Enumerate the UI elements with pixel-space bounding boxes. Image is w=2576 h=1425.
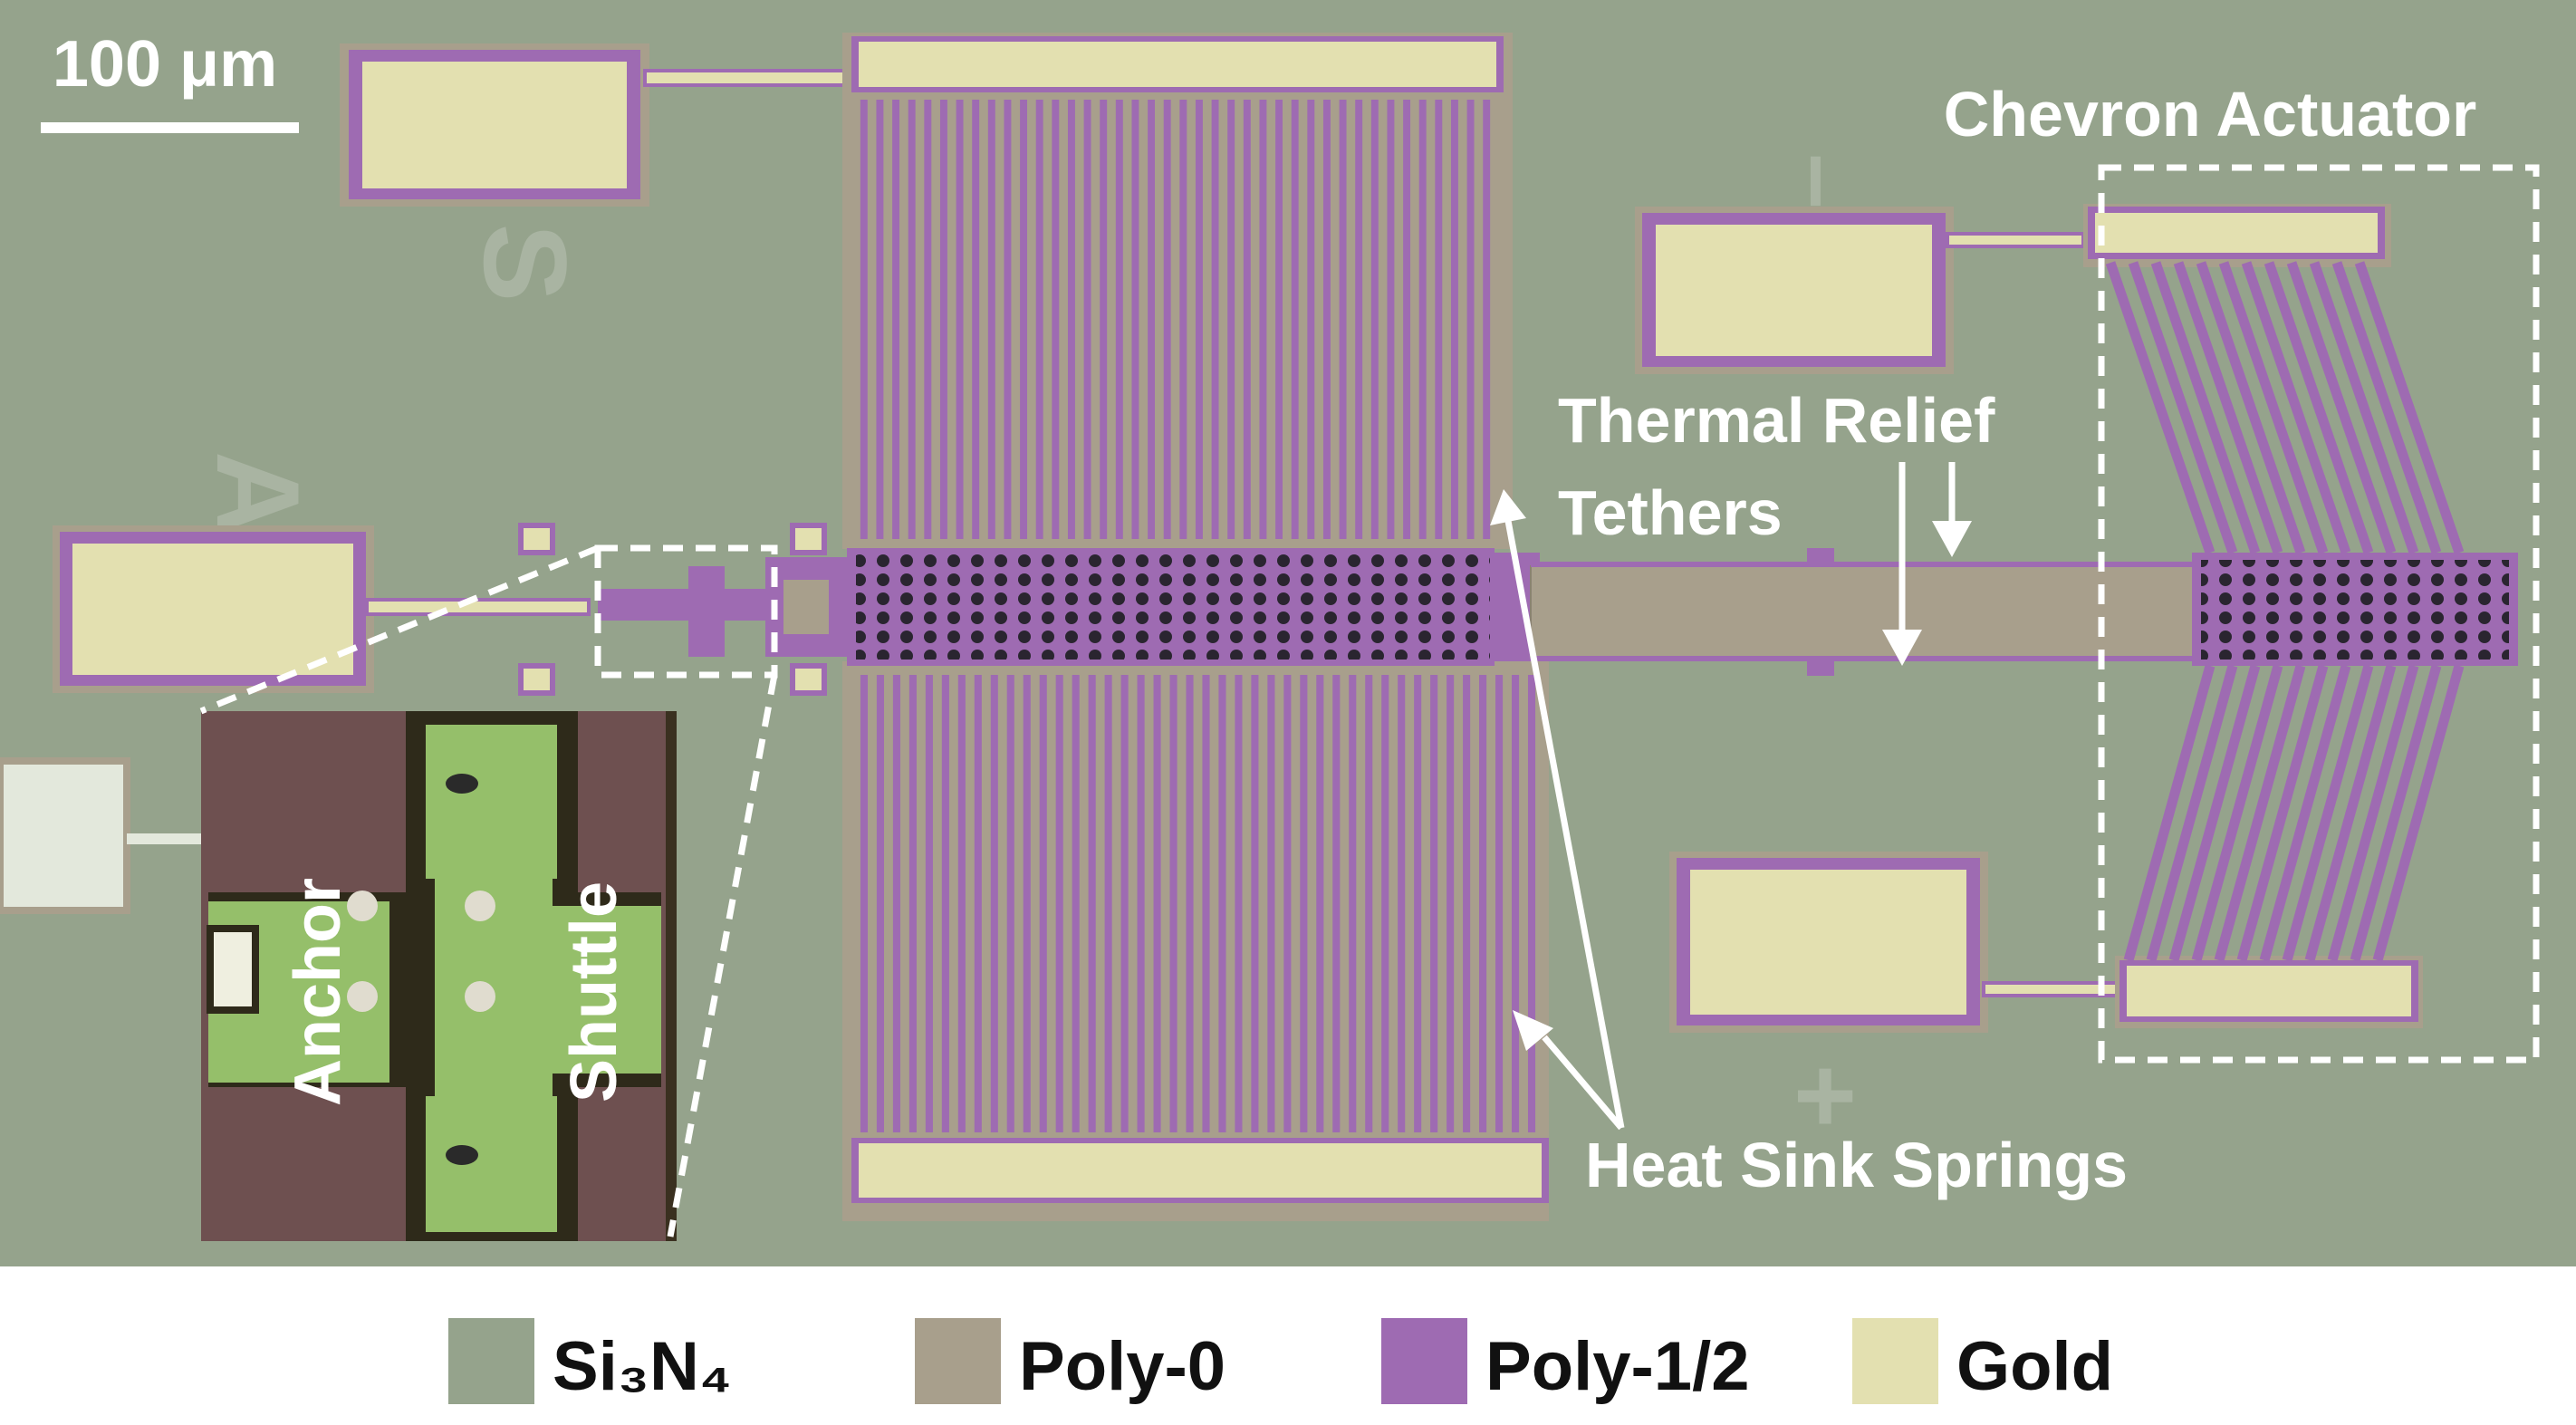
legend-swatch — [1381, 1318, 1467, 1404]
chevron-beam — [2173, 261, 2283, 554]
chevron-beam — [2236, 664, 2329, 962]
chevron-beam — [2123, 664, 2216, 962]
annotation-arrows — [1490, 462, 1972, 1131]
marking-plus: + — [1793, 1035, 1857, 1156]
chevron-beam — [2331, 261, 2442, 554]
chevron-beam — [2150, 261, 2261, 554]
marking-a: A — [192, 451, 324, 536]
chevron-beam — [2105, 261, 2216, 554]
legend-swatch — [915, 1318, 1001, 1404]
marking-s: S — [459, 224, 591, 303]
label-chevron-actuator: Chevron Actuator — [1944, 79, 2477, 149]
inset-callout-lines — [199, 544, 778, 1237]
label-heat-sink-springs: Heat Sink Springs — [1585, 1130, 2128, 1200]
inset-micrograph — [201, 711, 677, 1241]
trace-top-left — [643, 69, 855, 87]
spring-traces — [860, 675, 1536, 1132]
trace-actuator-top — [1946, 232, 2085, 248]
chevron-beam — [2128, 261, 2238, 554]
chevron-actuator-box — [2098, 164, 2540, 1064]
chevron-beam — [2146, 664, 2238, 962]
chevron-beam — [2372, 664, 2465, 962]
chevron-beam — [2196, 261, 2306, 554]
thermal-relief-tethers — [1530, 548, 2202, 676]
chevron-beam — [2214, 664, 2306, 962]
bond-pad-partial-left — [0, 757, 130, 914]
heat-sink-springs-top — [842, 33, 1513, 549]
chevron-beam — [2241, 261, 2351, 554]
chevron-beam — [2259, 664, 2351, 962]
chevron-beam — [2218, 261, 2329, 554]
heat-sink-springs-bottom — [842, 661, 1549, 1221]
marking-minus: – — [1767, 153, 1879, 208]
chevron-beam — [2304, 664, 2397, 962]
chevron-beam — [2286, 261, 2397, 554]
trace-partial-left — [127, 833, 208, 844]
bond-pad-actuator-top — [1635, 207, 1954, 374]
chevron-beam — [2264, 261, 2374, 554]
trace-left — [365, 598, 591, 616]
anchor-features — [518, 523, 827, 696]
legend-label: Si₃N₄ — [553, 1328, 732, 1405]
legend-swatch — [448, 1318, 534, 1404]
chevron-beam — [2309, 261, 2419, 554]
legend: Si₃N₄ Poly-0 Poly-1/2 Gold — [448, 1318, 2113, 1405]
legend-swatch — [1852, 1318, 1938, 1404]
chevron-beam — [2168, 664, 2261, 962]
chevron-beam — [2354, 261, 2465, 554]
spring-traces — [860, 100, 1491, 539]
legend-label: Poly-1/2 — [1485, 1328, 1749, 1405]
legend-label: Poly-0 — [1019, 1328, 1226, 1405]
chevron-beam — [2350, 664, 2442, 962]
label-thermal-relief-line1: Thermal Relief — [1558, 385, 1995, 456]
bond-pad-top-left — [340, 43, 649, 207]
inset-label-shuttle: Shuttle — [558, 881, 630, 1102]
scale-bar-label: 100 μm — [53, 28, 277, 101]
bond-pad-actuator-bottom — [1669, 852, 1988, 1033]
chevron-beam — [2327, 664, 2419, 962]
chevron-beam — [2191, 664, 2283, 962]
chevron-actuator — [2083, 204, 2518, 1028]
chevron-beam — [2282, 664, 2374, 962]
legend-label: Gold — [1956, 1328, 2113, 1405]
shuttle-beam — [765, 548, 1540, 666]
bond-pad-left — [53, 525, 374, 693]
label-thermal-relief-line2: Tethers — [1558, 477, 1783, 548]
inset-label-anchor: Anchor — [282, 878, 354, 1106]
scale-bar — [41, 122, 299, 133]
legend-band — [0, 1266, 2576, 1425]
